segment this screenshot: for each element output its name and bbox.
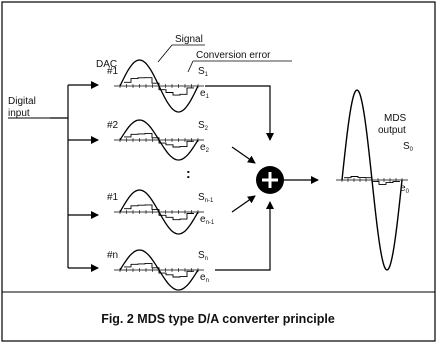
- branch-n: #n Sn en: [107, 249, 209, 291]
- branch-n-1: #1 Sn-1 en-1: [107, 189, 215, 235]
- path-to-sum-3: [231, 195, 256, 213]
- conversion-error-leader: [187, 60, 194, 73]
- mds-output-label-line1: MDS: [384, 113, 407, 124]
- conversion-error-label: Conversion error: [196, 50, 271, 61]
- e-label: e1: [200, 88, 210, 100]
- output-e-label: e0: [400, 183, 410, 195]
- e-label: en: [200, 272, 209, 284]
- ellipsis: :: [186, 165, 191, 181]
- dac-label: DAC: [96, 59, 117, 70]
- digital-input-label-line1: Digital: [8, 96, 36, 107]
- e-label: en-1: [200, 214, 215, 226]
- dac-step-waveform: [124, 77, 194, 96]
- s-label: Sn-1: [198, 192, 214, 204]
- dac-step-waveform: [124, 132, 194, 148]
- output-step-waveform: [344, 176, 400, 185]
- dac-tag: #1: [107, 192, 119, 203]
- e-label: e2: [200, 142, 210, 154]
- branch-1: #1 S1 e1: [107, 59, 210, 113]
- path-to-sum-4: [215, 201, 274, 271]
- digital-input-label-line2: input: [8, 108, 30, 119]
- path-to-sum-2: [231, 146, 256, 164]
- s-label: S2: [198, 120, 209, 132]
- signal-leader: [157, 44, 173, 63]
- path-to-sum-1: [205, 85, 274, 141]
- dac-tag: #2: [107, 120, 119, 131]
- dac-tag: #1: [107, 66, 119, 77]
- dac-step-waveform: [124, 262, 194, 278]
- mds-output-waveform: [336, 89, 408, 271]
- dac-tag: #n: [107, 250, 118, 261]
- s-label: Sn: [198, 250, 208, 262]
- branch-2: #2 S2 e2: [107, 119, 210, 161]
- figure-caption: Fig. 2 MDS type D/A converter principle: [101, 312, 335, 326]
- output-s-label: S0: [403, 141, 414, 153]
- s-label: S1: [198, 66, 209, 78]
- signal-label: Signal: [175, 34, 203, 45]
- dac-step-waveform: [124, 204, 194, 221]
- mds-output-label-line2: output: [378, 125, 406, 136]
